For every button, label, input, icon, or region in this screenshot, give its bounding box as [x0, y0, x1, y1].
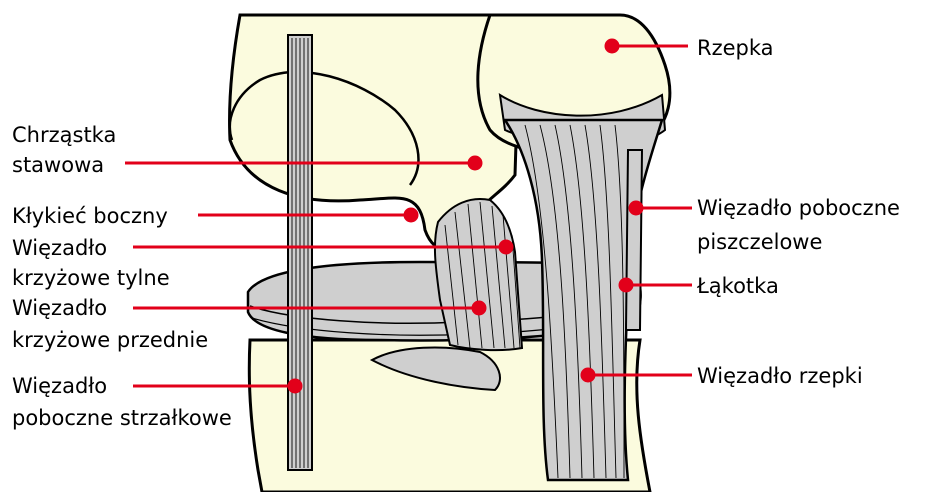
label-tibial-line1: Więzadło poboczne: [697, 198, 900, 219]
label-chrzastka-line2: stawowa: [12, 155, 104, 176]
label-pcl-line1: Więzadło: [12, 238, 107, 259]
label-chrzastka-line1: Chrząstka: [12, 125, 116, 146]
label-tibial-line2: piszczelowe: [697, 232, 822, 253]
label-klykiec: Kłykieć boczny: [12, 206, 168, 227]
label-fibular-line2: poboczne strzałkowe: [12, 408, 232, 429]
label-pcl-line2: krzyżowe tylne: [12, 268, 170, 289]
cruciate-ligaments: [435, 199, 522, 350]
label-acl-line1: Więzadło: [12, 298, 107, 319]
label-rzepka: Rzepka: [697, 38, 774, 59]
label-acl-line2: krzyżowe przednie: [12, 330, 208, 351]
label-lakotka: Łąkotka: [697, 276, 779, 297]
label-fibular-line1: Więzadło: [12, 376, 107, 397]
tibial-collateral-ligament: [626, 150, 642, 330]
label-patellar: Więzadło rzepki: [697, 366, 863, 387]
